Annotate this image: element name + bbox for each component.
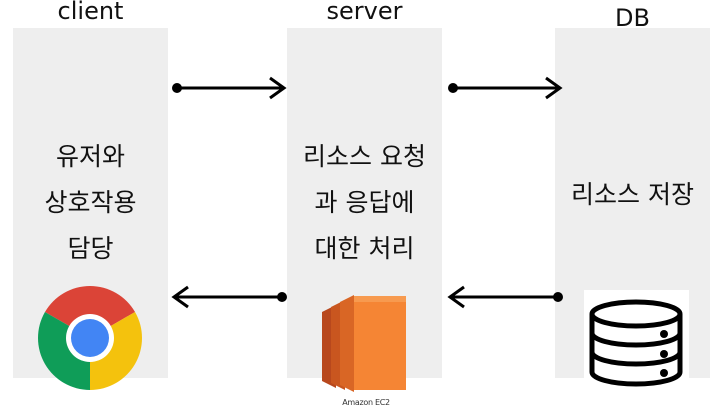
client-role-line: 유저와	[55, 142, 125, 171]
db-role-line: 리소스 저장	[571, 180, 694, 209]
database-icon	[584, 290, 689, 394]
arrow-db-to-server	[447, 285, 563, 309]
server-role-line: 과 응답에	[314, 188, 415, 217]
db-role: 리소스 저장	[549, 172, 716, 218]
client-heading: client	[57, 0, 124, 25]
server-role-line: 대한 처리	[314, 234, 415, 263]
db-heading: DB	[615, 4, 650, 32]
arrow-server-to-db	[448, 76, 563, 100]
arrow-client-to-server	[172, 76, 287, 100]
ec2-caption: Amazon EC2	[342, 398, 390, 407]
arrow-server-to-client	[171, 285, 287, 309]
server-role-line: 리소스 요청	[303, 142, 426, 171]
server-role: 리소스 요청 과 응답에 대한 처리	[287, 134, 442, 272]
server-heading: server	[326, 0, 403, 25]
client-role: 유저와 상호작용 담당	[13, 134, 168, 272]
client-role-line: 상호작용	[44, 188, 137, 217]
chrome-icon	[38, 286, 142, 390]
client-role-line: 담당	[67, 234, 114, 263]
amazon-ec2-icon	[322, 295, 406, 392]
